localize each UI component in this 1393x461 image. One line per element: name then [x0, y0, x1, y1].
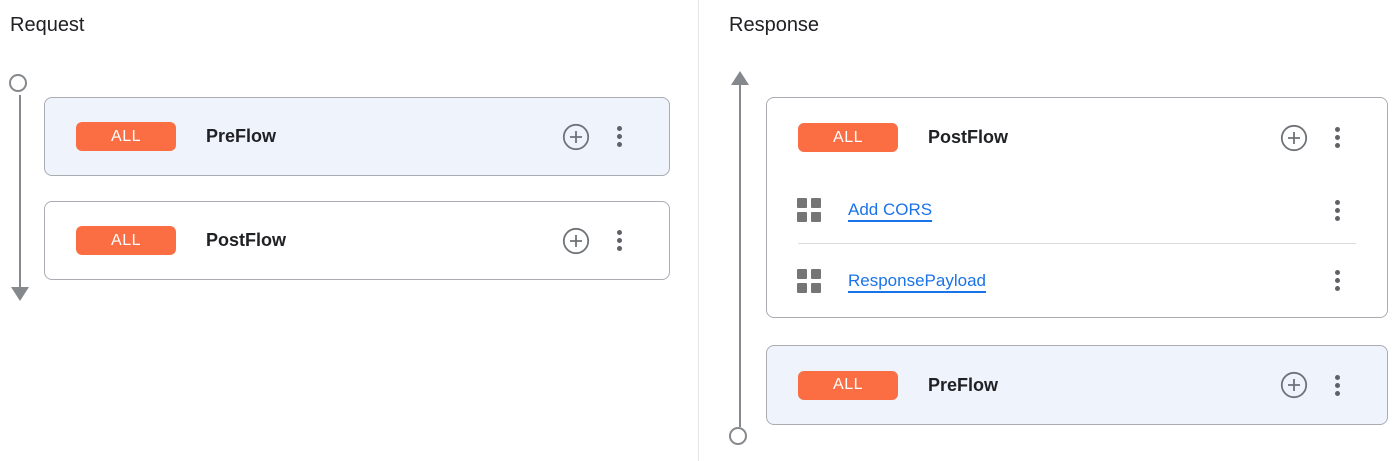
response-rail-end-circle-icon: [729, 427, 747, 445]
kebab-menu-icon[interactable]: [1332, 123, 1343, 152]
condition-badge: ALL: [798, 123, 898, 152]
panel-divider: [698, 0, 699, 461]
policy-item: ResponsePayload: [767, 244, 1387, 317]
request-preflow-card[interactable]: ALL PreFlow: [44, 97, 670, 176]
policy-actions: [1332, 266, 1343, 295]
request-panel-title: Request: [10, 14, 85, 36]
add-policy-button[interactable]: [562, 227, 590, 255]
flow-header: ALL PostFlow: [767, 98, 1387, 177]
request-rail-start-circle-icon: [9, 74, 27, 92]
kebab-menu-icon[interactable]: [614, 122, 625, 151]
policy-link[interactable]: Add CORS: [848, 200, 933, 219]
response-rail-line: [739, 84, 741, 427]
kebab-menu-icon[interactable]: [614, 226, 625, 255]
response-rail-arrow-up-icon: [731, 71, 749, 85]
policy-grid-icon: [797, 198, 821, 222]
flow-actions: [562, 122, 625, 151]
request-rail-arrow-down-icon: [11, 287, 29, 301]
add-circle-outline-icon: [1280, 124, 1308, 151]
condition-badge: ALL: [76, 122, 176, 151]
flow-header: ALL PreFlow: [767, 346, 1387, 424]
kebab-menu-icon[interactable]: [1332, 371, 1343, 400]
policy-divider: [798, 243, 1356, 244]
flow-header: ALL PreFlow: [45, 98, 669, 175]
condition-badge: ALL: [76, 226, 176, 255]
flow-header: ALL PostFlow: [45, 202, 669, 279]
policy-grid-icon: [797, 268, 821, 293]
flow-name: PreFlow: [928, 374, 999, 395]
policy-link[interactable]: ResponsePayload: [848, 270, 986, 290]
kebab-menu-icon[interactable]: [1332, 266, 1343, 295]
flow-name: PostFlow: [206, 230, 286, 250]
policy-actions: [1332, 196, 1343, 225]
flow-name: PostFlow: [928, 127, 1008, 147]
add-policy-button[interactable]: [1280, 124, 1308, 152]
flow-actions: [1280, 123, 1343, 152]
response-postflow-card[interactable]: ALL PostFlow Add CORS Respon: [766, 97, 1388, 318]
flow-actions: [562, 226, 625, 255]
add-circle-outline-icon: [562, 123, 590, 150]
add-policy-button[interactable]: [1280, 371, 1308, 399]
kebab-menu-icon[interactable]: [1332, 196, 1343, 225]
add-circle-outline-icon: [1280, 371, 1308, 399]
request-rail-line: [19, 95, 21, 287]
flow-name: PreFlow: [206, 126, 277, 146]
request-postflow-card[interactable]: ALL PostFlow: [44, 201, 670, 280]
add-circle-outline-icon: [562, 227, 590, 254]
response-panel-title: Response: [729, 14, 820, 36]
flow-actions: [1280, 371, 1343, 400]
response-preflow-card[interactable]: ALL PreFlow: [766, 345, 1388, 425]
policy-item: Add CORS: [767, 177, 1387, 243]
condition-badge: ALL: [798, 370, 898, 400]
add-policy-button[interactable]: [562, 123, 590, 151]
